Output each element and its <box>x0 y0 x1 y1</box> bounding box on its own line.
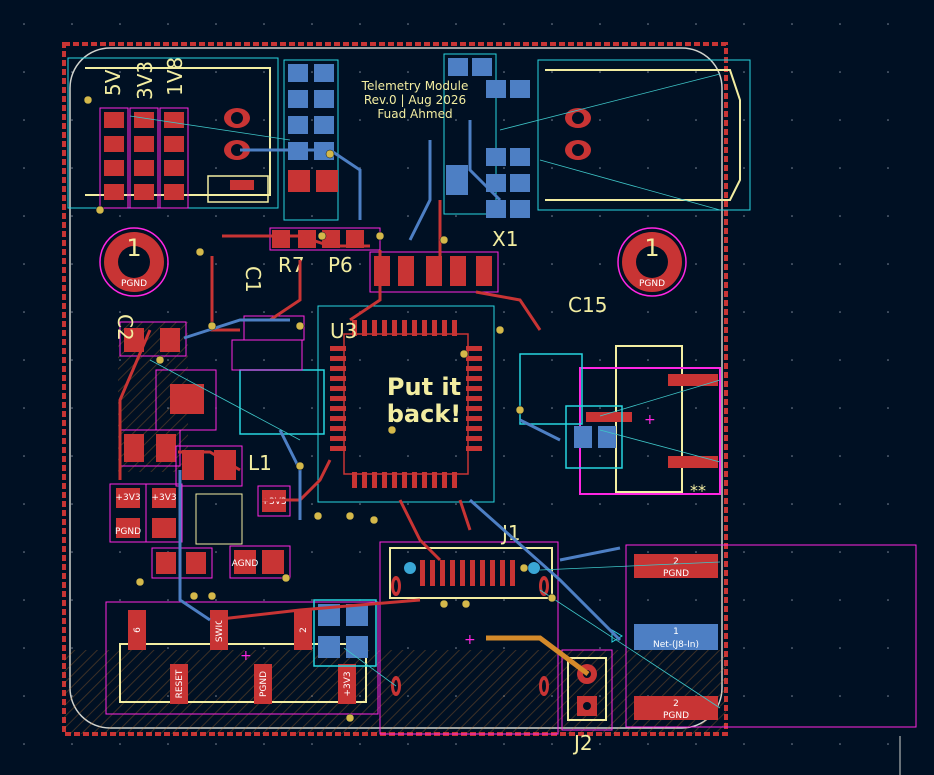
cap-bank-right <box>443 53 530 218</box>
vias <box>83 95 557 723</box>
ref-l1: L1 <box>248 451 272 475</box>
silk-topright <box>545 69 741 201</box>
oval-pads-right <box>565 108 591 160</box>
ref-c2: C2 <box>113 314 137 341</box>
mounting-hole-left: 1 PGND <box>99 227 169 297</box>
j8-mid-pin: 1 <box>673 627 679 637</box>
rail-labels: 5V 3V3 1V8 <box>101 57 187 100</box>
ref-j2: J2 <box>572 731 593 755</box>
power-trace <box>486 635 590 676</box>
pad-4-net: SWIO <box>215 618 225 642</box>
j8-mid-net: Net-(J8-In) <box>653 640 699 650</box>
mh-left-pin: 1 <box>126 234 141 262</box>
footprint-outline-topright <box>537 59 751 211</box>
rail-label-1v8: 1V8 <box>163 57 187 96</box>
label-v33-b: +3V3 <box>151 493 176 503</box>
left-lower-pads <box>109 483 291 579</box>
pad-6-pin: 6 <box>133 627 143 633</box>
j8-bottom-pin: 2 <box>673 699 679 709</box>
pin-markers: + + + <box>240 412 656 664</box>
pad-5-net: RESET <box>175 669 185 698</box>
ref-c15: C15 <box>568 293 607 317</box>
ref-c1: C1 <box>241 266 265 293</box>
svg-text:+: + <box>644 412 656 428</box>
oval-pads-left <box>207 108 269 203</box>
mounting-hole-right: 1 PGND <box>617 227 687 297</box>
svg-text:+: + <box>240 648 252 664</box>
rail-jumpers <box>99 107 189 209</box>
pad-1-net: +3V3 <box>343 671 353 696</box>
title-line-3: Fuad Ahmed <box>377 107 452 121</box>
power-section <box>119 315 325 487</box>
rf-connector <box>519 345 721 495</box>
ratsnest <box>129 73 721 709</box>
mcu-u3 <box>317 305 495 503</box>
program-header: 6 SWIO 2 RESET PGND +3V3 <box>105 599 379 715</box>
ref-x1: X1 <box>492 227 518 251</box>
mh-right-net: PGND <box>639 279 665 289</box>
j8-pad-bottom <box>634 696 718 720</box>
front-traces <box>118 200 542 622</box>
pad-2-pin: 2 <box>299 627 309 633</box>
marker-stars: ** <box>690 481 706 500</box>
title-line-2: Rev.0 | Aug 2026 <box>364 93 466 107</box>
label-v33-a: +3V3 <box>115 493 140 503</box>
label-pgnd-a: PGND <box>115 527 141 537</box>
message-line-1: Put it <box>387 373 461 401</box>
rail-label-5v: 5V <box>101 69 125 96</box>
label-v33-c: +3V3 <box>261 497 286 507</box>
j8-pad-mid <box>634 624 718 650</box>
title-line-1: Telemetry Module <box>361 79 469 93</box>
j8-bottom-net: PGND <box>663 711 689 721</box>
j8-top-net: PGND <box>663 569 689 579</box>
mh-left-net: PGND <box>121 279 147 289</box>
small-net-labels: +3V3 PGND +3V3 +3V3 AGND <box>115 493 287 569</box>
j8-pad-top <box>634 554 718 578</box>
rail-label-3v3: 3V3 <box>133 61 157 100</box>
pad-3-net: PGND <box>259 671 269 697</box>
mh-right-pin: 1 <box>644 234 659 262</box>
connector-j8: 2 PGND 1 Net-(J8-In) 2 PGND <box>611 544 917 775</box>
svg-text:+: + <box>464 632 476 648</box>
ref-u3: U3 <box>330 319 357 343</box>
message-line-2: back! <box>387 400 462 428</box>
j8-top-pin: 2 <box>673 557 679 567</box>
usb-connector-j1 <box>379 541 559 735</box>
board-title: Telemetry Module Rev.0 | Aug 2026 Fuad A… <box>361 79 469 121</box>
ref-p6: P6 <box>328 253 353 277</box>
label-agnd: AGND <box>232 559 259 569</box>
